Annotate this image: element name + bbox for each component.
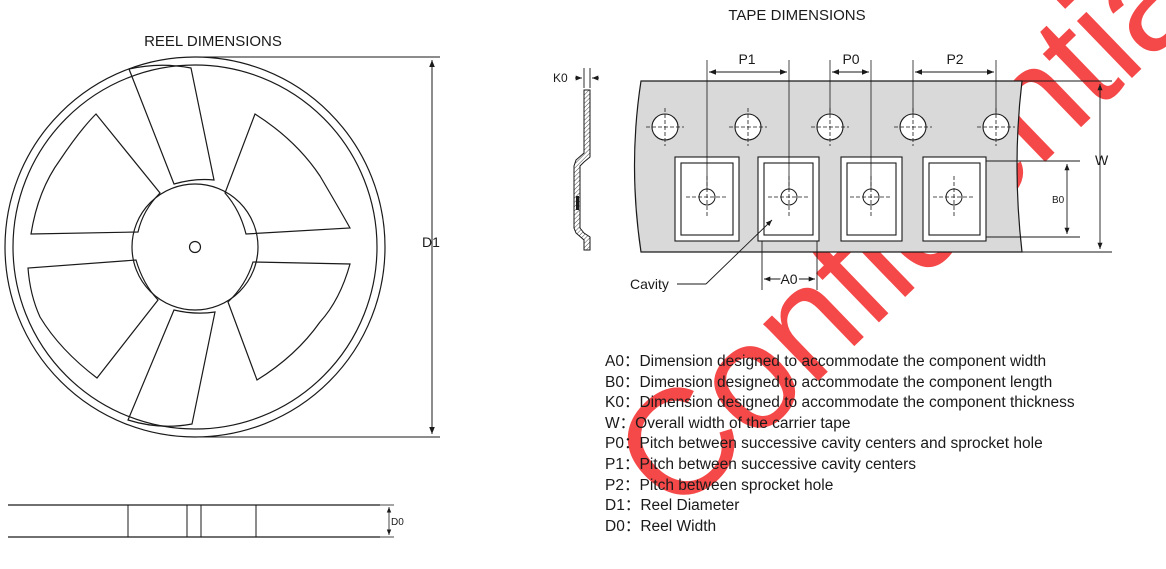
cavity-inner <box>763 162 814 236</box>
d1-dimension <box>195 56 440 438</box>
cavity-leader <box>677 219 773 285</box>
reel-window <box>127 309 216 427</box>
dimension-legend: A0：Dimension designed to accommodate the… <box>605 352 1075 537</box>
legend-item-w: W：Overall width of the carrier tape <box>605 414 851 432</box>
b0-label: B0 <box>1052 195 1065 206</box>
k0-label: K0 <box>553 71 568 85</box>
legend-item-b0: B0：Dimension designed to accommodate the… <box>605 373 1053 391</box>
d0-label: D0 <box>391 517 404 528</box>
reel-window <box>224 113 351 235</box>
tape-side-profile <box>573 89 591 251</box>
p1-label: P1 <box>738 51 755 67</box>
legend-item-p0: P0：Pitch between successive cavity cente… <box>605 435 1043 453</box>
b0-dimension <box>986 160 1080 238</box>
tape-title: TAPE DIMENSIONS <box>728 7 865 24</box>
legend-item-p1: P1：Pitch between successive cavity cente… <box>605 455 917 473</box>
reel-window <box>27 259 159 379</box>
legend-item-k0: K0：Dimension designed to accommodate the… <box>605 394 1075 412</box>
cavity-inner <box>846 162 897 236</box>
a0-label: A0 <box>780 271 797 287</box>
cavity-inner <box>928 162 981 236</box>
legend-item-d1: D1：Reel Diameter <box>605 497 740 515</box>
reel-outer-rim <box>4 56 386 438</box>
a0-dimension <box>761 241 818 290</box>
reel-window <box>30 113 161 235</box>
p2-label: P2 <box>946 51 963 67</box>
legend-item-p2: P2：Pitch between sprocket hole <box>605 476 834 494</box>
reel-window <box>128 64 215 185</box>
w-dimension <box>1022 80 1112 253</box>
w-label: W <box>1095 152 1109 168</box>
reel-window <box>227 261 351 381</box>
cavity-crosshairs <box>686 176 975 218</box>
cavity-label: Cavity <box>630 276 669 292</box>
k0-dimension <box>575 68 599 88</box>
sprocket-holes <box>651 113 1010 141</box>
legend-item-d0: D0：Reel Width <box>605 517 717 535</box>
p0-label: P0 <box>842 51 859 67</box>
reel-hub <box>131 183 259 311</box>
pitch-extension-lines <box>706 60 997 190</box>
reel-front-view <box>4 56 386 438</box>
reel-center-hole <box>188 240 202 254</box>
d1-label: D1 <box>422 234 440 250</box>
reel-inner-rim <box>12 64 378 430</box>
legend-item-a0: A0：Dimension designed to accommodate the… <box>605 353 1047 370</box>
reel-side-view <box>8 504 394 538</box>
reel-title: REEL DIMENSIONS <box>144 33 282 50</box>
sprocket-crosshairs <box>646 108 1015 146</box>
